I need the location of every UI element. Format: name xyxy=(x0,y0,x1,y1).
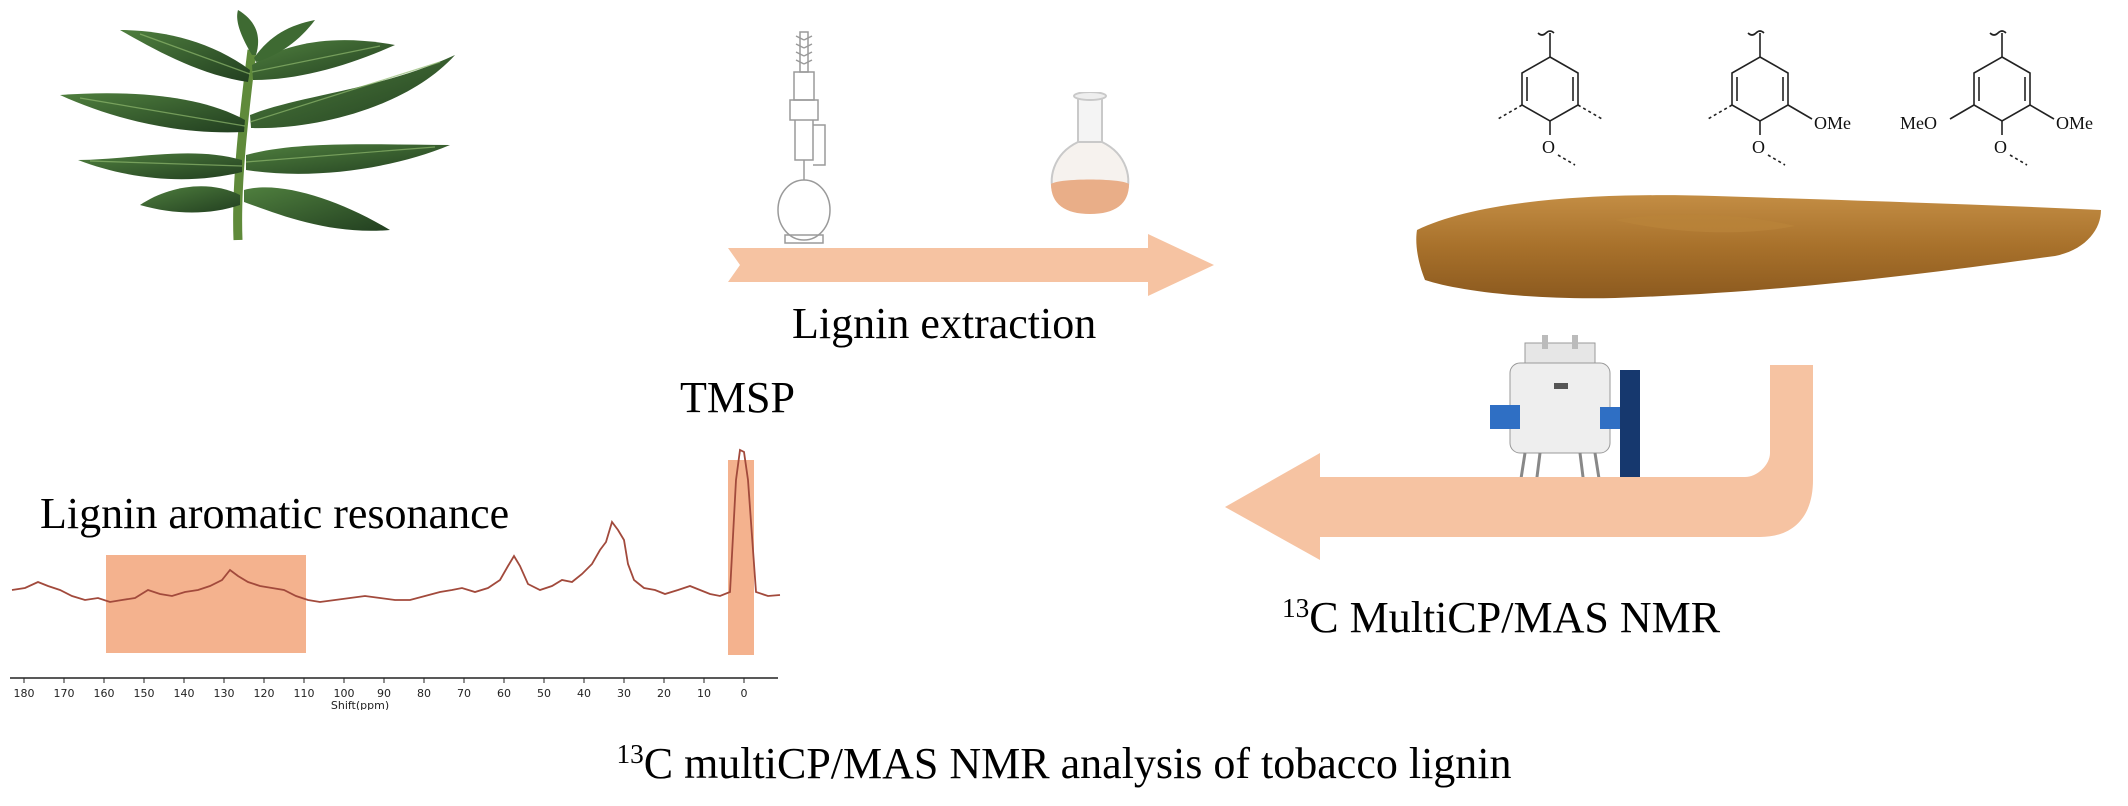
tmsp-label: TMSP xyxy=(680,373,795,422)
tick-label: 0 xyxy=(741,687,748,700)
nmr-arrow-shape xyxy=(1225,365,1813,560)
tick-label: 90 xyxy=(377,687,391,700)
oxygen-label-1: O xyxy=(1542,137,1555,157)
methoxy-label-2: MeO xyxy=(1900,113,1937,133)
tick-label: 170 xyxy=(54,687,75,700)
nmr-spectrum-plot: 180 170 160 150 140 130 120 110 100 90 8… xyxy=(10,448,781,710)
aromatic-resonance-label: Lignin aromatic resonance xyxy=(40,489,510,538)
nmr-arrow xyxy=(1225,365,1813,560)
tick-label: 40 xyxy=(577,687,591,700)
caption-sup: 13 xyxy=(616,739,644,769)
tick-label: 130 xyxy=(214,687,235,700)
tick-label: 80 xyxy=(417,687,431,700)
spectrum-axis-label: Shift(ppm) xyxy=(331,699,389,710)
tick-label: 50 xyxy=(537,687,551,700)
g-unit-structure xyxy=(1707,30,1813,166)
methoxy-label-3: OMe xyxy=(2056,113,2093,133)
tick-label: 10 xyxy=(697,687,711,700)
caption-text: C multiCP/MAS NMR analysis of tobacco li… xyxy=(643,739,1512,788)
soxhlet-extractor-icon xyxy=(777,31,831,244)
tick-label: 140 xyxy=(174,687,195,700)
spectrum-ticks xyxy=(23,678,745,683)
s-unit-structure xyxy=(1949,30,2055,166)
h-unit-structure xyxy=(1497,30,1603,166)
tick-label: 60 xyxy=(497,687,511,700)
nmr-method-sup: 13 xyxy=(1282,593,1310,623)
aromatic-highlight-region xyxy=(106,555,306,653)
nmr-method-label: 13C MultiCP/MAS NMR xyxy=(1282,592,1720,643)
nmr-spectrometer-image xyxy=(1490,335,1640,486)
oxygen-label-3: O xyxy=(1994,137,2007,157)
spectrum-trace xyxy=(11,448,781,603)
tick-label: 160 xyxy=(94,687,115,700)
nmr-method-text: C MultiCP/MAS NMR xyxy=(1309,593,1721,642)
tobacco-plant-image xyxy=(60,10,455,241)
tick-label: 180 xyxy=(14,687,35,700)
tick-label: 100 xyxy=(334,687,355,700)
figure-caption: 13C multiCP/MAS NMR analysis of tobacco … xyxy=(0,738,2128,789)
tick-label: 30 xyxy=(617,687,631,700)
extraction-arrow-shape xyxy=(728,234,1214,296)
lignin-monomers-diagram: O O O OMe MeO OMe xyxy=(1497,30,2093,166)
tick-label: 20 xyxy=(657,687,671,700)
tick-label: 120 xyxy=(254,687,275,700)
tick-label: 110 xyxy=(294,687,315,700)
extraction-label: Lignin extraction xyxy=(792,299,1097,348)
flask-icon xyxy=(1050,92,1130,214)
oxygen-label-2: O xyxy=(1752,137,1765,157)
extraction-arrow xyxy=(728,234,1214,296)
methoxy-label-1: OMe xyxy=(1814,113,1851,133)
lignin-powder-image xyxy=(1416,195,2101,299)
tick-label: 150 xyxy=(134,687,155,700)
tick-label: 70 xyxy=(457,687,471,700)
